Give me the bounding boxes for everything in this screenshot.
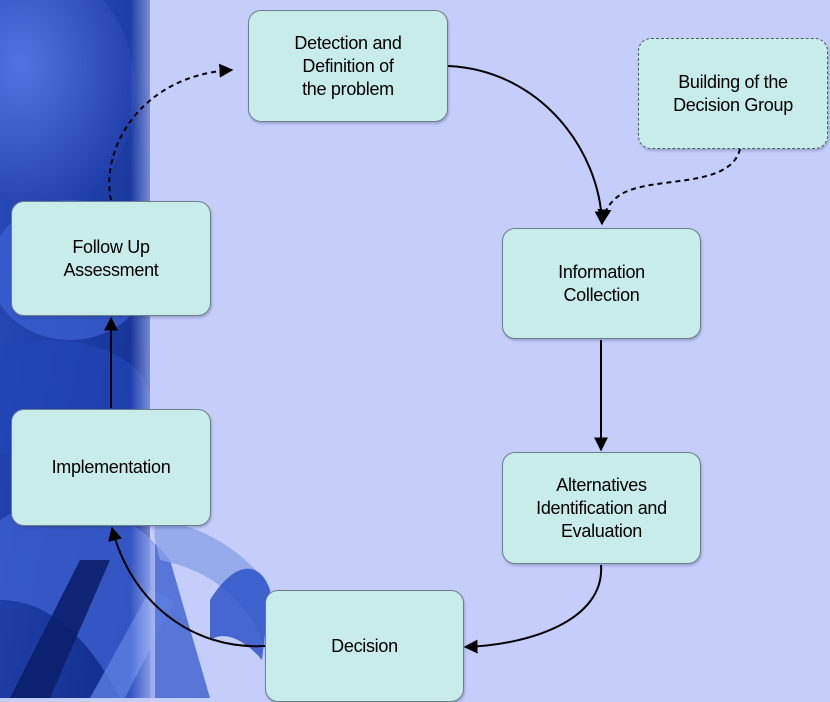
node-decision: Decision [265, 590, 464, 702]
node-label-line: Collection [563, 284, 640, 305]
node-label-line: Decision [331, 635, 398, 656]
node-alternatives-identification: Alternatives Identification and Evaluati… [502, 452, 701, 564]
node-building-decision-group: Building of the Decision Group [638, 38, 828, 149]
node-label-line: Assessment [63, 259, 159, 280]
node-label-line: Identification and [536, 497, 667, 518]
node-label-line: Information [558, 261, 645, 282]
node-label-line: Decision Group [673, 94, 793, 115]
node-label-line: Definition of [302, 55, 394, 76]
node-label-line: Building of the [678, 71, 788, 92]
node-label-line: Implementation [51, 457, 171, 477]
node-label-line: the problem [302, 78, 394, 99]
node-follow-up-assessment: Follow Up Assessment [11, 201, 211, 316]
node-label-line: Alternatives [556, 474, 647, 495]
node-information-collection: Information Collection [502, 228, 701, 339]
node-detection-and-definition: Detection and Definition of the problem [248, 10, 448, 122]
node-label-line: Evaluation [560, 520, 643, 541]
node-implementation: Implementation [11, 409, 211, 526]
node-label-line: Detection and [294, 32, 402, 53]
node-label-line: Follow Up [72, 236, 150, 257]
